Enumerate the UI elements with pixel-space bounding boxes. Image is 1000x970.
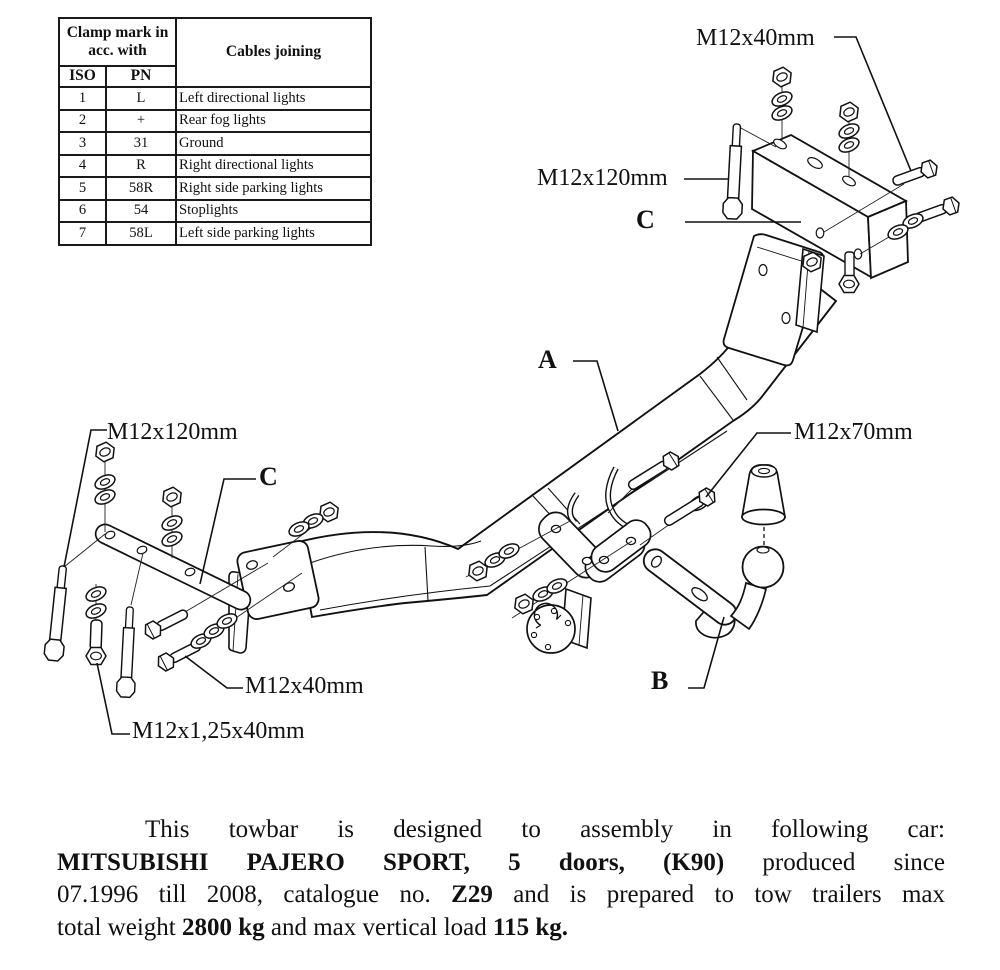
description-line: 07.1996 till 2008, catalogue no. Z29 and… [57, 881, 945, 908]
socket-plate [526, 587, 592, 654]
leader-lines [63, 36, 912, 735]
description-line: MITSUBISHI PAJERO SPORT, 5 doors, (K90) … [57, 848, 945, 876]
table-subheader-row: ISO PN [58, 65, 371, 88]
description-line: total weight 2800 kg and max vertical lo… [57, 913, 569, 941]
hanger-links [538, 466, 652, 583]
label-part-c-right: C [636, 205, 655, 234]
label-part-c-left: C [259, 462, 278, 491]
clamp-mark-header: Clamp mark in acc. with [57, 17, 178, 67]
description-line: This towbar is designed to assembly in f… [145, 816, 945, 843]
table-row: 5 58R Right side parking lights [58, 176, 373, 201]
left-hardware [42, 439, 522, 699]
right-bracket-part-c [722, 133, 909, 367]
table-row: 7 58L Left side parking lights [58, 221, 373, 246]
label-m12x1-25x40: M12x1,25x40mm [132, 718, 305, 744]
label-m12x40-top: M12x40mm [696, 25, 815, 51]
label-m12x70: M12x70mm [794, 419, 913, 445]
table-row: 1 L Left directional lights [58, 86, 373, 111]
left-bracket-part-c [94, 523, 320, 654]
cable-joining-table: Clamp mark in acc. with Cables joining I… [57, 17, 373, 246]
table-row: 3 31 Ground [58, 131, 373, 156]
label-part-b: B [651, 666, 669, 695]
pn-header: PN [104, 65, 178, 88]
label-m12x120-left: M12x120mm [107, 419, 238, 445]
label-m12x40-left: M12x40mm [245, 673, 364, 699]
table-row: 4 R Right directional lights [58, 153, 373, 178]
label-part-a: A [538, 345, 557, 374]
cables-joining-header: Cables joining [175, 17, 373, 88]
top-right-hardware [721, 64, 963, 294]
label-m12x120-right: M12x120mm [537, 165, 668, 191]
description-paragraph: This towbar is designed to assembly in f… [57, 814, 945, 944]
table-row: 6 54 Stoplights [58, 198, 373, 223]
table-row: 2 + Rear fog lights [58, 108, 373, 133]
table-header-row: Clamp mark in acc. with Cables joining [57, 17, 373, 88]
iso-header: ISO [58, 65, 107, 88]
ball-arm-part-b [642, 464, 787, 639]
